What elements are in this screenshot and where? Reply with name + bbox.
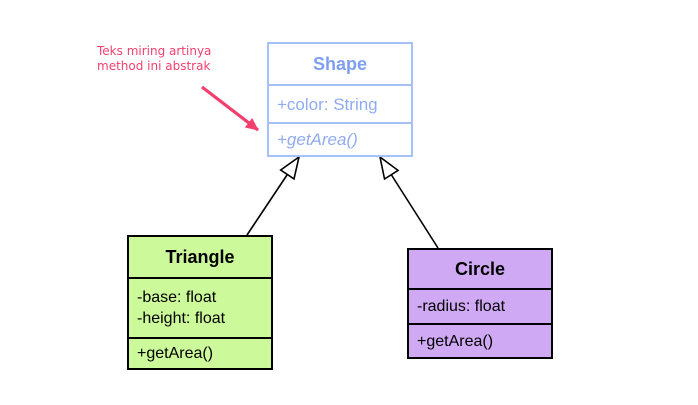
attribute: -height: float	[137, 310, 226, 327]
class-triangle-methods: +getArea()	[129, 337, 271, 368]
class-triangle-name: Triangle	[165, 246, 235, 267]
method: +getArea()	[417, 332, 494, 350]
attribute: -base: float	[137, 289, 217, 306]
class-shape-attributes: +color: String	[269, 84, 411, 122]
generalization-triangle-to-shape	[246, 157, 299, 236]
class-shape-methods: +getArea()	[269, 122, 411, 155]
method: +getArea()	[137, 345, 214, 362]
class-triangle: Triangle -base: float -height: float +ge…	[127, 235, 273, 370]
annotation-line1: Teks miring artinya	[97, 44, 212, 58]
class-circle-methods: +getArea()	[409, 323, 551, 357]
class-triangle-attributes: -base: float -height: float	[129, 277, 271, 337]
attribute: -radius: float	[417, 298, 506, 315]
class-circle-attributes: -radius: float	[409, 288, 551, 323]
annotation-line2: method ini abstrak	[97, 59, 211, 73]
class-shape-name: Shape	[312, 53, 368, 74]
annotation-arrow	[201, 85, 259, 132]
annotation-note: Teks miring artinya method ini abstrak	[97, 44, 211, 74]
attribute: +color: String	[277, 94, 378, 114]
class-circle-name: Circle	[454, 258, 506, 279]
abstract-method: +getArea()	[277, 130, 358, 149]
generalization-circle-to-shape	[380, 157, 439, 249]
class-circle: Circle -radius: float +getArea()	[407, 248, 553, 359]
class-shape: Shape +color: String +getArea()	[267, 42, 413, 157]
